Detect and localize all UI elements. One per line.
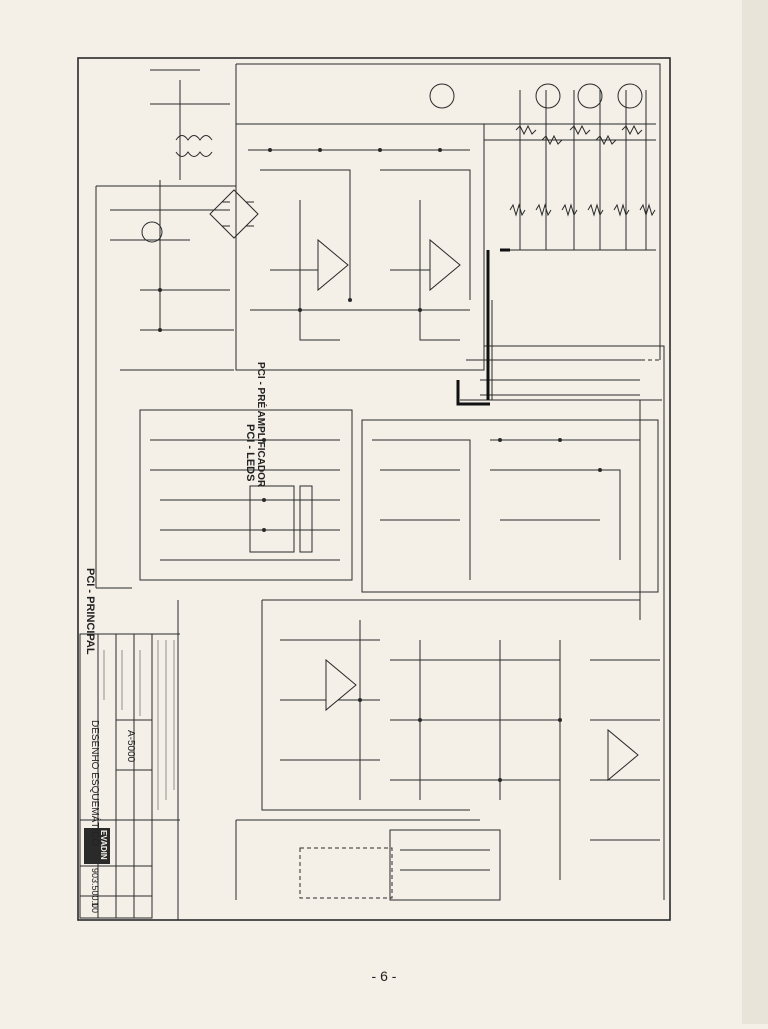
- heavy-traces: [456, 248, 510, 406]
- block-label-leds: PCI - LEDS: [244, 424, 256, 482]
- company-logo: EVADIN: [99, 830, 108, 860]
- din-connector: [617, 83, 643, 109]
- drawing-frame: [77, 57, 671, 921]
- din-connector: [429, 83, 455, 109]
- page-number: - 6 -: [371, 968, 397, 984]
- drawing-title: DESENHO ESQUEMÁTICO: [89, 720, 100, 847]
- block-label-pre-amp: PCI - PRÉ AMPLIFICADOR: [255, 362, 266, 488]
- model-number: A-5000: [125, 730, 136, 763]
- title-block-notes: [103, 640, 175, 810]
- schematic-wiring: [95, 63, 665, 920]
- component-marks: [158, 148, 602, 782]
- company-logo-box: [84, 828, 110, 864]
- title-block: [79, 633, 180, 919]
- block-label-main: PCI - PRINCIPAL: [84, 568, 96, 655]
- sheet-number: 1: [90, 902, 100, 908]
- din-connectors: [429, 83, 643, 109]
- din-connector: [535, 83, 561, 109]
- din-connector: [577, 83, 603, 109]
